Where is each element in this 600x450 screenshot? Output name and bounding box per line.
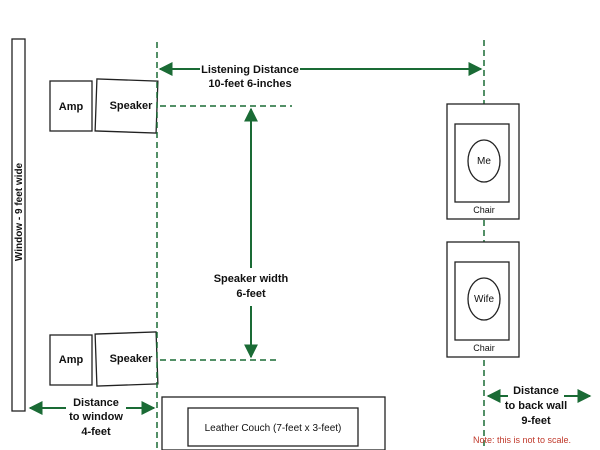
amp-bottom-label: Amp [59, 354, 84, 366]
window-wall [11, 38, 26, 412]
person-wife [467, 277, 501, 321]
couch-seat [187, 407, 359, 447]
speaker-width-line2: 6-feet [236, 288, 266, 300]
speaker-top-label: Speaker [110, 100, 154, 112]
back-wall-line2: to back wall [505, 400, 567, 412]
window-label: Window - 9 feet wide [14, 162, 25, 261]
speaker-bottom-label: Speaker [110, 353, 154, 365]
person-me-label: Me [477, 156, 491, 167]
speaker-width-line1: Speaker width [214, 273, 289, 285]
distance-window-line2: to window [69, 411, 123, 423]
scale-note: Note: this is not to scale. [473, 435, 571, 445]
distance-window-line3: 4-feet [81, 426, 111, 438]
couch-label: Leather Couch (7-feet x 3-feet) [205, 423, 342, 434]
distance-window-line1: Distance [73, 397, 119, 409]
back-wall-line1: Distance [513, 385, 559, 397]
listening-distance-line2: 10-feet 6-inches [208, 78, 291, 90]
amp-top-label: Amp [59, 101, 84, 113]
chair-wife-label: Chair [473, 343, 495, 353]
amp-top [49, 80, 93, 132]
person-wife-label: Wife [474, 294, 494, 305]
chair-me-label: Chair [473, 205, 495, 215]
amp-bottom [49, 334, 93, 386]
person-me [467, 139, 501, 183]
back-wall-line3: 9-feet [521, 415, 551, 427]
listening-distance-line1: Listening Distance [201, 64, 299, 76]
